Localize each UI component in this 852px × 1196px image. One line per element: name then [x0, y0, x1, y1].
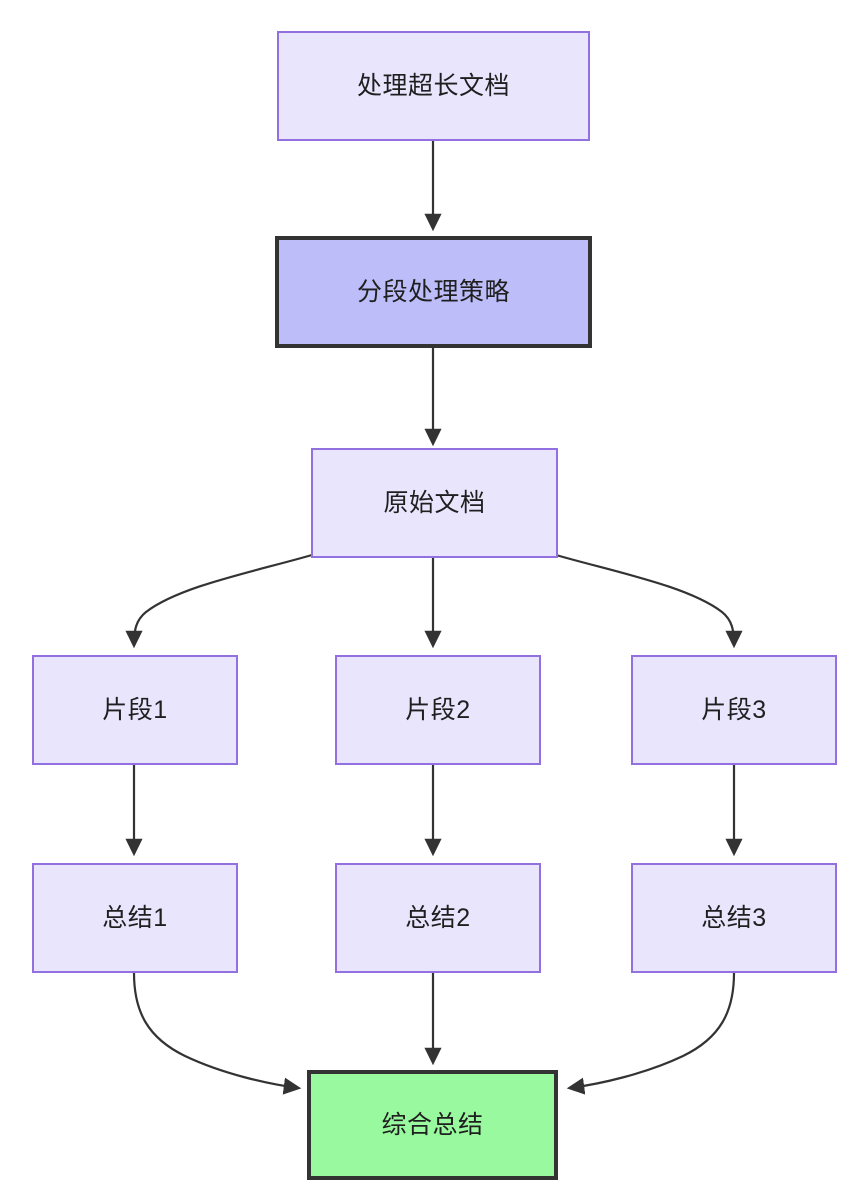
edge-n7-n10 [132, 972, 302, 1095]
node-label: 总结1 [102, 904, 168, 932]
node-label: 处理超长文档 [356, 72, 510, 100]
node-fragment-1[interactable]: 片段1 [32, 655, 238, 765]
node-label: 总结2 [405, 904, 471, 932]
node-label: 片段1 [102, 696, 168, 724]
node-comprehensive-summary[interactable]: 综合总结 [307, 1070, 558, 1180]
edge-n3-n4 [125, 553, 313, 649]
node-label: 原始文档 [383, 489, 486, 517]
node-process-long-document[interactable]: 处理超长文档 [277, 31, 590, 141]
node-original-document[interactable]: 原始文档 [311, 448, 558, 558]
node-fragment-3[interactable]: 片段3 [631, 655, 837, 765]
node-segmented-processing-strategy[interactable]: 分段处理策略 [275, 236, 592, 348]
node-summary-1[interactable]: 总结1 [32, 863, 238, 973]
edge-n9-n10 [566, 972, 736, 1095]
node-summary-2[interactable]: 总结2 [335, 863, 541, 973]
edge-n6-in [555, 553, 743, 649]
node-label: 片段3 [701, 696, 767, 724]
node-label: 综合总结 [381, 1111, 484, 1139]
node-fragment-2[interactable]: 片段2 [335, 655, 541, 765]
node-label: 片段2 [405, 696, 471, 724]
node-summary-3[interactable]: 总结3 [631, 863, 837, 973]
node-label: 总结3 [701, 904, 767, 932]
node-label: 分段处理策略 [356, 278, 510, 306]
